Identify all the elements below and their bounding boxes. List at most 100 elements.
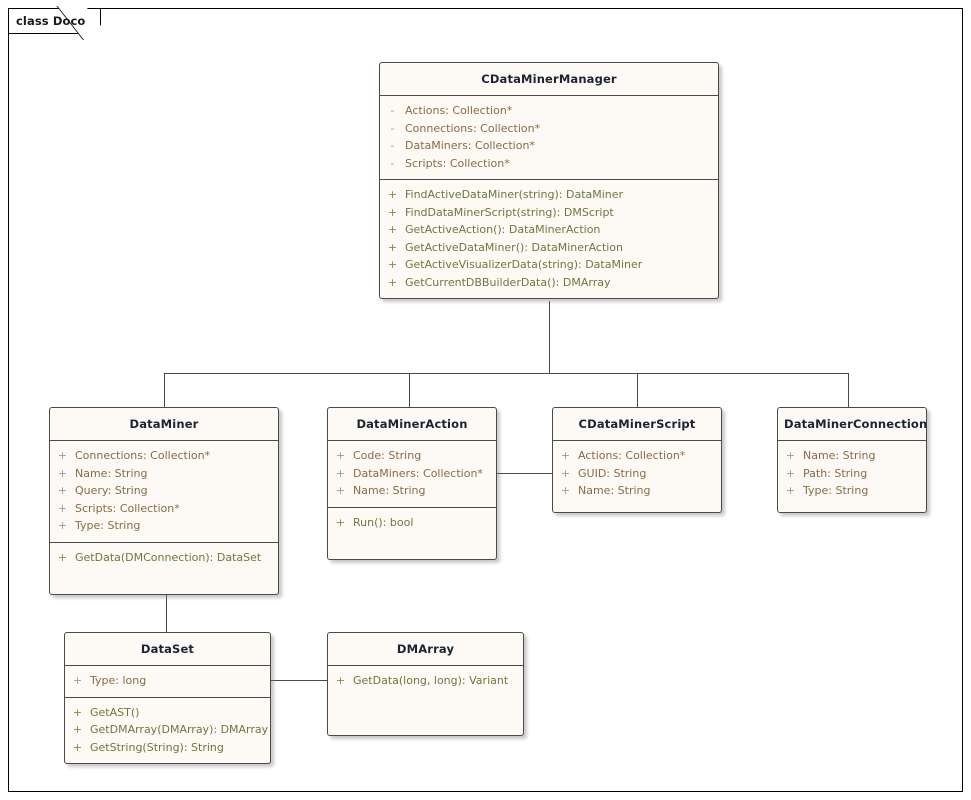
operation-row: + FindDataMinerScript(string): DMScript (380, 204, 718, 222)
connector-drop-dataminer (164, 373, 165, 410)
attributes-compartment-dataminerconnection: + Name: String + Path: String + Type: St… (778, 440, 926, 512)
class-box-dmarray[interactable]: DMArray + GetData(long, long): Variant (327, 632, 524, 736)
visibility-marker: + (72, 740, 83, 754)
visibility-marker: + (387, 240, 398, 254)
attributes-compartment-cdataminermanager: - Actions: Collection* - Connections: Co… (380, 95, 718, 179)
visibility-marker: + (335, 466, 346, 480)
attribute-text: GUID: String (578, 466, 647, 480)
operation-row: + Run(): bool (328, 514, 496, 532)
attribute-row: + Name: String (553, 482, 721, 500)
attribute-text: Type: String (75, 519, 141, 532)
visibility-marker: + (335, 449, 346, 462)
operation-text: GetActiveVisualizerData(string): DataMin… (405, 258, 643, 271)
attribute-row: + Type: String (50, 517, 278, 535)
attribute-row: - Actions: Collection* (380, 102, 718, 120)
connector-drop-dataminerconnection (848, 373, 849, 410)
class-name-dataminer: DataMiner (129, 417, 199, 431)
visibility-marker: - (390, 139, 395, 152)
visibility-marker: + (560, 484, 571, 497)
class-box-cdataminermanager[interactable]: CDataMinerManager - Actions: Collection*… (379, 62, 719, 299)
visibility-marker: + (72, 723, 83, 736)
visibility-marker: - (390, 121, 395, 135)
visibility-marker: + (387, 188, 398, 201)
attribute-row: + Name: String (328, 482, 496, 500)
operation-text: GetString(String): String (90, 740, 224, 754)
visibility-marker: + (335, 674, 346, 687)
attribute-row: + Query: String (50, 482, 278, 500)
visibility-marker: + (57, 501, 68, 515)
attribute-row: - Connections: Collection* (380, 120, 718, 138)
operation-text: GetActiveAction(): DataMinerAction (405, 223, 601, 236)
operations-compartment-dataset: + GetAST() + GetDMArray(DMArray): DMArra… (65, 696, 270, 764)
class-name-dmarray: DMArray (396, 642, 455, 656)
attribute-text: Name: String (75, 466, 148, 480)
attribute-row: - DataMiners: Collection* (380, 137, 718, 155)
attribute-text: Scripts: Collection* (405, 156, 510, 170)
operation-row: + GetCurrentDBBuilderData(): DMArray (380, 274, 718, 292)
visibility-marker: + (72, 674, 83, 687)
operation-row: + GetActiveAction(): DataMinerAction (380, 221, 718, 239)
attribute-text: Name: String (353, 484, 426, 497)
connector-datamineraction-cdataminerscript (497, 473, 553, 474)
visibility-marker: + (785, 484, 796, 497)
attributes-compartment-dataset: + Type: long (65, 665, 270, 697)
visibility-marker: + (57, 550, 68, 564)
class-box-dataset[interactable]: DataSet + Type: long + GetAST() + GetDMA… (64, 632, 271, 764)
visibility-marker: + (387, 275, 398, 289)
attribute-row: + DataMiners: Collection* (328, 465, 496, 483)
class-box-datamineraction[interactable]: DataMinerAction + Code: String + DataMin… (327, 407, 497, 560)
class-box-dataminerconnection[interactable]: DataMinerConnection + Name: String + Pat… (777, 407, 927, 513)
attribute-text: Actions: Collection* (405, 104, 513, 117)
class-box-dataminer[interactable]: DataMiner + Connections: Collection* + N… (49, 407, 279, 595)
attributes-compartment-cdataminerscript: + Actions: Collection* + GUID: String + … (553, 440, 721, 512)
operation-text: GetAST() (90, 705, 140, 719)
attribute-row: + Type: String (778, 482, 926, 500)
visibility-marker: + (57, 519, 68, 532)
operation-row: + GetData(long, long): Variant (328, 672, 523, 690)
frame-title-label: class Doco (16, 14, 86, 28)
operation-text: GetCurrentDBBuilderData(): DMArray (405, 275, 611, 289)
attribute-text: Path: String (803, 466, 868, 480)
visibility-marker: + (785, 466, 796, 480)
operation-row: + GetString(String): String (65, 739, 270, 757)
connector-generalization-bus (164, 373, 849, 374)
attribute-text: Code: String (353, 449, 422, 462)
operation-text: FindActiveDataMiner(string): DataMiner (405, 188, 624, 201)
frame-title-tab: class Doco (9, 9, 101, 34)
attribute-row: + Name: String (778, 447, 926, 465)
attribute-text: Type: String (803, 484, 869, 497)
attribute-row: + GUID: String (553, 465, 721, 483)
operation-row: + GetDMArray(DMArray): DMArray (65, 721, 270, 739)
attribute-row: + Connections: Collection* (50, 447, 278, 465)
visibility-marker: + (387, 258, 398, 271)
visibility-marker: + (560, 466, 571, 480)
attribute-row: + Type: long (65, 672, 270, 690)
visibility-marker: + (785, 449, 796, 462)
class-name-cdataminerscript: CDataMinerScript (578, 417, 696, 431)
visibility-marker: - (390, 156, 395, 170)
connector-drop-cdataminerscript (637, 373, 638, 410)
attribute-text: Scripts: Collection* (75, 501, 180, 515)
operation-row: + GetData(DMConnection): DataSet (50, 549, 278, 567)
diagram-canvas: class Doco CDataMinerManager - Actions: … (8, 8, 963, 792)
class-name-datamineraction: DataMinerAction (356, 417, 468, 431)
class-box-cdataminerscript[interactable]: CDataMinerScript + Actions: Collection* … (552, 407, 722, 513)
attributes-compartment-datamineraction: + Code: String + DataMiners: Collection*… (328, 440, 496, 507)
operation-row: + FindActiveDataMiner(string): DataMiner (380, 186, 718, 204)
visibility-marker: + (57, 466, 68, 480)
operation-row: + GetAST() (65, 704, 270, 722)
attribute-text: DataMiners: Collection* (353, 466, 483, 480)
operation-row: + GetActiveVisualizerData(string): DataM… (380, 256, 718, 274)
connector-dataminer-dataset (166, 592, 167, 634)
visibility-marker: + (335, 484, 346, 497)
class-name-dataminerconnection: DataMinerConnection (784, 417, 928, 431)
attribute-text: Name: String (803, 449, 876, 462)
operation-text: GetDMArray(DMArray): DMArray (90, 723, 269, 736)
operations-compartment-dataminer: + GetData(DMConnection): DataSet (50, 541, 278, 595)
operation-text: FindDataMinerScript(string): DMScript (405, 205, 614, 219)
visibility-marker: + (387, 205, 398, 219)
operation-text: GetActiveDataMiner(): DataMinerAction (405, 240, 624, 254)
operation-text: GetData(DMConnection): DataSet (75, 550, 262, 564)
attribute-text: Name: String (578, 484, 651, 497)
operations-compartment-cdataminermanager: + FindActiveDataMiner(string): DataMiner… (380, 179, 718, 298)
